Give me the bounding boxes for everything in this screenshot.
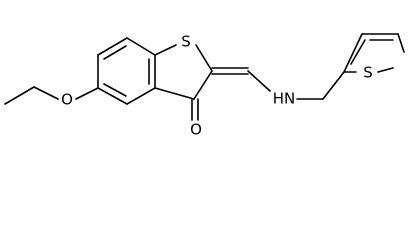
benzene-ring xyxy=(97,37,156,105)
bond-benzene-3 xyxy=(126,37,156,56)
bond-thiophene-4 xyxy=(377,67,394,73)
aminomethylidene-linker xyxy=(211,67,345,100)
bond-ethyl-ch2-o xyxy=(33,86,59,100)
bond-s-to-c2 xyxy=(195,44,213,72)
bond-ch2-to-thiophene xyxy=(322,71,345,100)
atom-s-thiophene: S xyxy=(363,64,373,82)
bond-benzene-6 xyxy=(97,87,128,105)
atom-o-ketone: O xyxy=(190,121,202,139)
bond-benzene-double-c xyxy=(103,83,127,97)
bond-ethyl-ch3 xyxy=(4,86,35,105)
bond-thiophene-3 xyxy=(397,33,405,53)
bond-ring-to-s xyxy=(154,44,177,56)
atom-o-ether: O xyxy=(61,91,73,109)
bond-benzene-double-a xyxy=(103,45,127,60)
bond-benzene-5 xyxy=(126,87,156,105)
bond-o-aryl xyxy=(75,87,99,100)
bond-benzene-2 xyxy=(97,37,128,56)
bond-c2-to-c3 xyxy=(193,70,213,100)
thiophene-ring xyxy=(343,33,405,73)
structure-diagram: S O O HN S xyxy=(4,33,405,139)
bond-ch-to-n xyxy=(247,70,271,92)
ethoxy-group xyxy=(4,86,99,105)
bond-c3-to-ring xyxy=(154,87,195,100)
atom-s-fused: S xyxy=(181,33,191,51)
atom-nh: HN xyxy=(273,90,296,108)
bond-thiophene-double-a xyxy=(350,39,366,65)
bond-thiophene-1 xyxy=(343,33,363,73)
thiophenone-ring xyxy=(154,44,213,121)
